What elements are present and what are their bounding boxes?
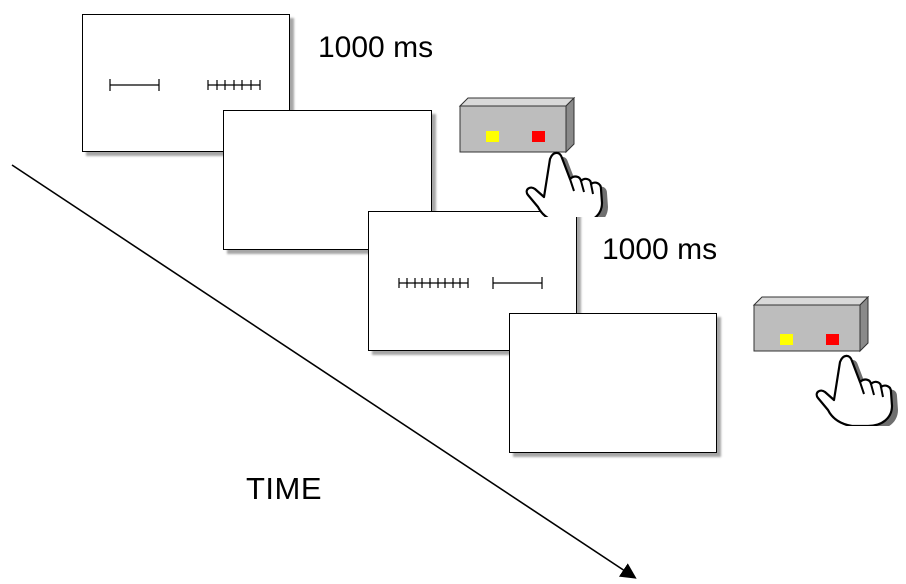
duration-label-2: 1000 ms [602, 233, 718, 266]
response-box-graphic [752, 295, 870, 353]
stimulus-lines-1 [109, 79, 261, 91]
stimulus-lines-2 [398, 277, 543, 289]
response-box-graphic [458, 96, 576, 154]
time-axis-label: TIME [246, 471, 323, 506]
pointing-hand-icon [525, 151, 608, 217]
blank-screen-2 [509, 313, 717, 453]
duration-label-1: 1000 ms [318, 31, 434, 64]
pointing-hand-icon [815, 354, 898, 426]
response-box-icon [458, 96, 638, 217]
response-box-icon [752, 295, 906, 426]
